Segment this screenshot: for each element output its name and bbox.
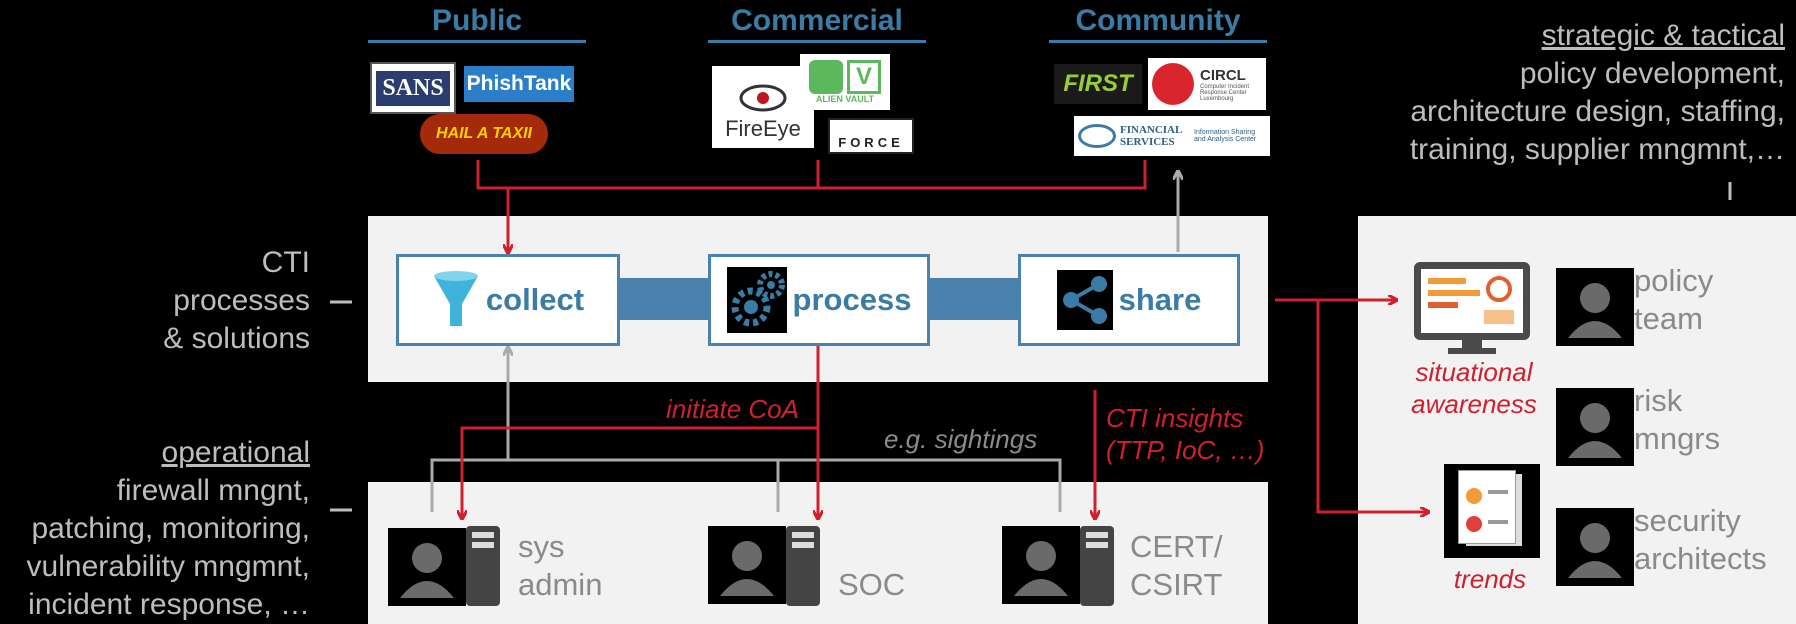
hailataxii-logo: HAIL A TAXII [420, 114, 548, 154]
strategic-tactical-label: strategic & tactical policy development,… [1409, 19, 1785, 166]
person-icon [400, 543, 454, 598]
category-community: Community [1049, 4, 1267, 43]
security-architects-avatar [1556, 508, 1634, 586]
policy-team-avatar [1556, 268, 1634, 346]
share-box[interactable]: share [1018, 254, 1240, 346]
circl-globe-icon [1152, 63, 1194, 105]
process-label: process [792, 282, 912, 317]
operational-label: operational firewall mngnt, patching, mo… [26, 436, 310, 621]
person-icon [1568, 283, 1622, 338]
process-box[interactable]: process [708, 254, 930, 346]
dashboard-monitor-icon [1414, 262, 1530, 354]
initiate-coa-label: initiate CoA [666, 394, 799, 424]
server-icon [466, 526, 500, 606]
fs-isac-logo: FINANCIAL SERVICES Information Sharing a… [1074, 116, 1270, 156]
cti-insights-label: CTI insights (TTP, IoC, …) [1106, 403, 1265, 465]
soc-avatar [708, 526, 786, 604]
server-icon [786, 526, 820, 606]
sans-logo: SANS [370, 62, 456, 114]
collect-box[interactable]: collect [396, 254, 620, 346]
cert-avatar [1002, 526, 1080, 604]
person-icon [1568, 523, 1622, 578]
person-icon [1014, 541, 1068, 596]
funnel-icon [433, 271, 478, 326]
risk-managers-avatar [1556, 388, 1634, 466]
circl-logo: CIRCL Computer Incident Response Center … [1148, 58, 1266, 110]
vault-icon: V [847, 60, 881, 94]
trends-label: trends [1453, 564, 1527, 594]
phishtank-logo: PhishTank [464, 66, 574, 102]
person-icon [1568, 403, 1622, 458]
category-public: Public [368, 4, 586, 43]
fireeye-logo: FireEye [712, 66, 814, 148]
server-icon [1080, 526, 1114, 606]
situational-awareness-label: situational awareness [1411, 357, 1537, 419]
role-soc: SOC [838, 567, 906, 602]
xforce-logo: FORCE [828, 118, 914, 154]
category-commercial: Commercial [708, 4, 926, 43]
alien-icon [809, 60, 843, 94]
gears-icon [726, 267, 787, 333]
share-icon [1056, 270, 1113, 330]
share-label: share [1118, 282, 1202, 317]
sysadmin-avatar [388, 528, 466, 606]
fireeye-eye-icon [739, 84, 787, 112]
first-logo: FIRST [1054, 64, 1142, 104]
fs-isac-swoosh-icon [1078, 124, 1116, 148]
alienvault-logo: V ALIEN VAULT [800, 54, 890, 110]
reports-icon [1444, 464, 1540, 558]
sightings-label: e.g. sightings [884, 424, 1038, 454]
person-icon [720, 541, 774, 596]
role-cert-csirt: CERT/CSIRT [1130, 529, 1223, 602]
collect-label: collect [485, 282, 585, 317]
cti-processes-label: CTI processes & solutions [163, 246, 310, 355]
